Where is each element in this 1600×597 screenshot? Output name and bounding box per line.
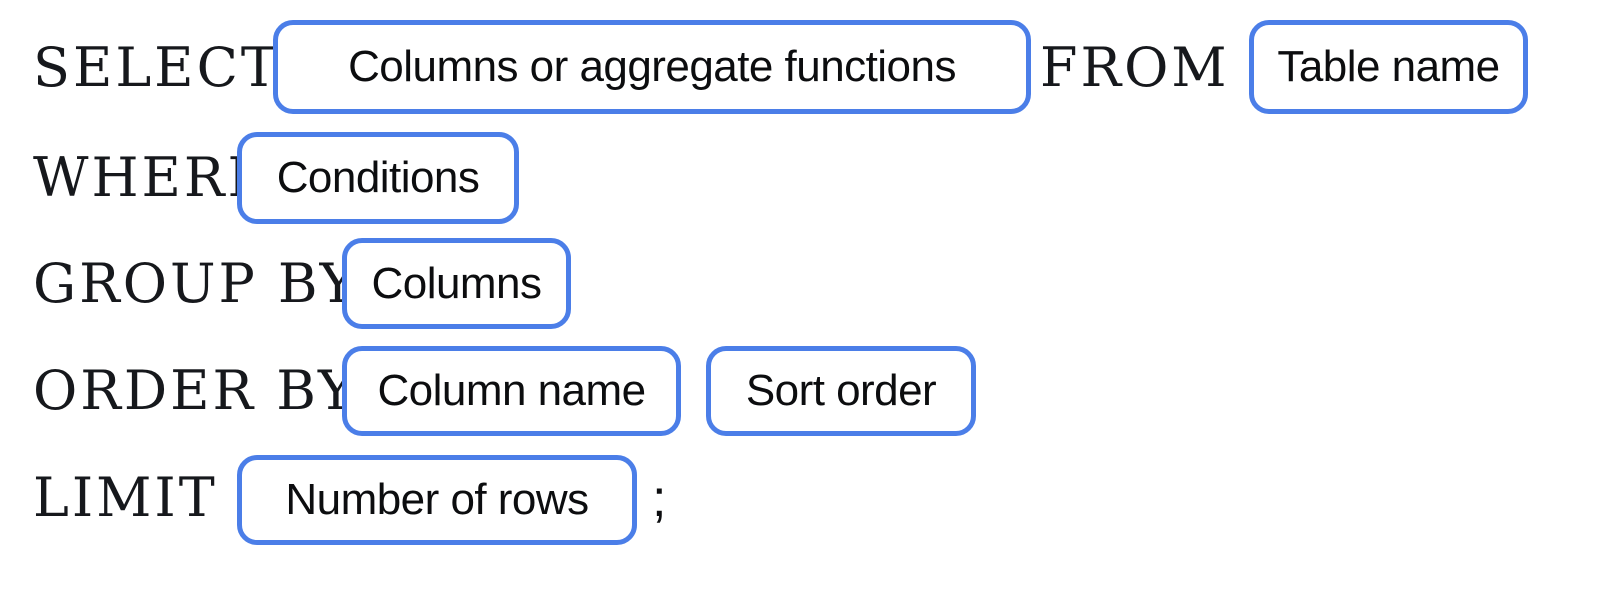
sql-keyword-order-by: ORDER BY — [33, 359, 357, 422]
slot-group-by-columns[interactable]: Columns — [342, 238, 571, 329]
sql-keyword-from: FROM — [1040, 36, 1230, 99]
slot-order-by-column-name[interactable]: Column name — [342, 346, 681, 436]
slot-conditions[interactable]: Conditions — [237, 132, 519, 224]
slot-number-of-rows[interactable]: Number of rows — [237, 455, 637, 545]
slot-label-conditions: Conditions — [276, 153, 480, 202]
statement-terminator-semicolon: ; — [652, 470, 667, 528]
slot-table-name[interactable]: Table name — [1249, 20, 1528, 114]
slot-label-columns-or-aggregate-functions: Columns or aggregate functions — [348, 42, 956, 91]
slot-label-group-by-columns: Columns — [371, 258, 542, 308]
sql-keyword-where: WHERE — [33, 146, 270, 209]
slot-columns-or-aggregate-functions[interactable]: Columns or aggregate functions — [273, 20, 1031, 114]
slot-sort-order[interactable]: Sort order — [706, 346, 976, 436]
sql-keyword-select: SELECT — [33, 36, 280, 99]
slot-label-sort-order: Sort order — [745, 366, 937, 415]
slot-label-order-by-column-name: Column name — [377, 366, 646, 415]
sql-keyword-group-by: GROUP BY — [33, 252, 359, 315]
sql-keyword-limit: LIMIT — [33, 466, 218, 529]
slot-label-table-name: Table name — [1277, 42, 1500, 91]
slot-label-number-of-rows: Number of rows — [285, 475, 589, 524]
